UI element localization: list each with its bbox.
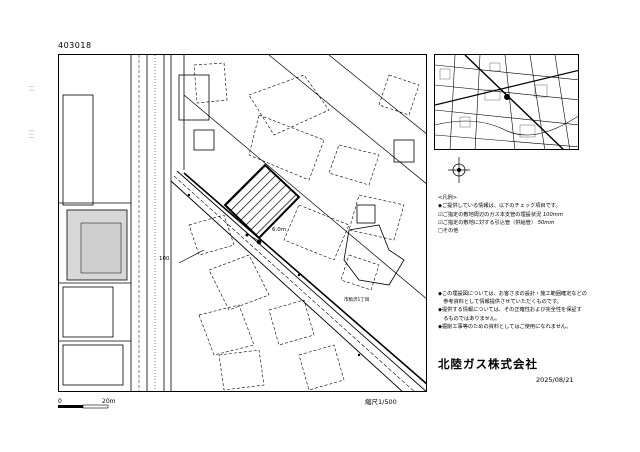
marker-dots <box>187 193 361 357</box>
left-buildings <box>59 94 131 386</box>
document-id: 403018 <box>58 41 92 50</box>
compass-icon <box>448 157 470 183</box>
locator-canvas <box>435 55 578 149</box>
legend-line: □その他 <box>438 228 459 235</box>
diagonal-road <box>170 170 426 391</box>
scale-start: 0 <box>58 398 62 405</box>
scale-end: 20m <box>102 398 116 405</box>
locator-streets <box>435 55 578 149</box>
dashed-buildings <box>188 62 420 391</box>
vertical-road <box>130 55 185 391</box>
note-line: 参考資料として情報提供させていただくものです。 <box>438 299 562 306</box>
locator-map[interactable] <box>434 54 579 150</box>
upper-streets <box>183 55 426 299</box>
map-canvas: 6.0m 100 市駒沢1丁目 <box>59 55 426 391</box>
margin-mark: | | <box>28 86 34 91</box>
locator-marker <box>504 94 510 100</box>
main-map[interactable]: 6.0m 100 市駒沢1丁目 <box>58 54 427 392</box>
service-pipe <box>178 234 262 264</box>
company-name: 北陸ガス株式会社 <box>438 357 538 371</box>
note-line: ◆提供する情報については、その正確性および完全性を保証す <box>438 307 582 314</box>
measure-label-b: 100 <box>159 256 170 262</box>
locator-blocks <box>439 62 548 138</box>
legend-line: ☑ご指定の敷地に対する引込管（供給管） 50mm <box>438 219 555 226</box>
legend-value: 50mm <box>537 219 555 226</box>
legend-value: 100mm <box>542 211 563 218</box>
note-line: ◆この埋設図については、お客さまの設計・施工範囲確定などの <box>438 291 587 297</box>
solid-buildings <box>178 74 415 286</box>
legend-title: <凡例> <box>438 195 458 201</box>
legend-line: ◆ご提供している情報は、以下のチェック項目です。 <box>438 203 561 210</box>
legend: <凡例> ◆ご提供している情報は、以下のチェック項目です。 ☑ご指定の敷地周辺の… <box>438 194 608 235</box>
margin-mark: | | | <box>28 130 34 139</box>
scale-bar: 0 20m <box>58 396 118 410</box>
issue-date: 2025/08/21 <box>536 376 574 384</box>
scale-label: 縮尺1/500 <box>365 398 397 406</box>
measure-label-a: 6.0m <box>272 227 286 233</box>
note-line: ◆掘削工事等のための資料としてはご使用になれません。 <box>438 323 572 330</box>
note-line: るものではありません。 <box>438 315 501 322</box>
legend-line: ☑ご指定の敷地周辺のガス本支管の埋設状況 100mm <box>438 211 563 218</box>
target-parcel[interactable] <box>223 163 301 240</box>
building-label: 市駒沢1丁目 <box>344 296 369 303</box>
notes: ◆この埋設図については、お客さまの設計・施工範囲確定などの 参考資料として情報提… <box>438 290 616 331</box>
